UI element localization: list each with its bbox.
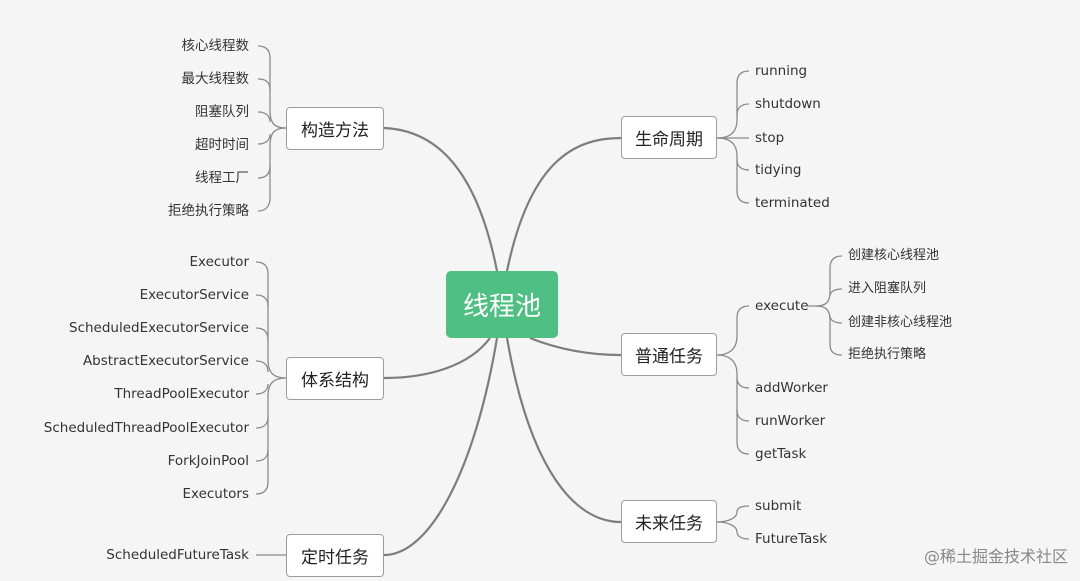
leaf-scheduled-future-task[interactable]: ScheduledFutureTask [106,547,249,563]
leaf-abstract-executor-service[interactable]: AbstractExecutorService [82,353,249,369]
leaf-future-task[interactable]: FutureTask [755,531,828,547]
connector-root-normal [529,336,622,357]
connectors-lifecycle [716,70,750,204]
branch-scheduled[interactable]: 定时任务 [286,534,384,577]
leaf-stop[interactable]: stop [755,130,785,146]
leaf-submit[interactable]: submit [755,498,802,514]
leaf-shutdown[interactable]: shutdown [755,96,821,112]
connectors-normal-task [716,305,750,455]
leaf-executor[interactable]: Executor [189,254,250,270]
leaf-execute-reject-policy[interactable]: 拒绝执行策略 [848,347,927,362]
connector-root-future [505,337,622,524]
connector-root-scheduled [383,337,499,557]
watermark-text: @稀土掘金技术社区 [923,547,1068,566]
branch-normal-task[interactable]: 普通任务 [621,333,717,376]
leaf-tidying[interactable]: tidying [755,162,802,178]
root-node[interactable]: 线程池 [446,271,558,338]
leaf-execute[interactable]: execute [755,298,809,314]
connector-root-hierarchy [383,337,491,380]
connectors-future [716,505,750,540]
leaf-reject-policy[interactable]: 拒绝执行策略 [168,203,249,219]
leaf-run-worker[interactable]: runWorker [755,413,826,429]
connectors-hierarchy [255,261,287,495]
leaf-blocking-queue[interactable]: 阻塞队列 [195,104,249,120]
leaf-executors[interactable]: Executors [182,486,249,502]
leaf-executor-service[interactable]: ExecutorService [139,287,249,303]
connector-root-lifecycle [505,136,622,272]
leaf-timeout[interactable]: 超时时间 [195,137,249,153]
branch-lifecycle[interactable]: 生命周期 [621,116,717,159]
leaf-add-worker[interactable]: addWorker [755,380,828,396]
leaf-thread-pool-executor[interactable]: ThreadPoolExecutor [114,386,249,402]
connectors-constructor [257,45,287,212]
leaf-scheduled-thread-pool-executor[interactable]: ScheduledThreadPoolExecutor [43,420,249,436]
connector-root-constructor [383,126,499,272]
leaf-max-threads[interactable]: 最大线程数 [181,71,250,87]
branch-future-task[interactable]: 未来任务 [621,500,717,543]
leaf-fork-join-pool[interactable]: ForkJoinPool [167,453,249,469]
connectors-execute [808,255,843,356]
leaf-create-core-pool[interactable]: 创建核心线程池 [848,248,940,263]
branch-hierarchy[interactable]: 体系结构 [286,357,384,400]
leaf-scheduled-executor-service[interactable]: ScheduledExecutorService [69,320,249,336]
leaf-create-non-core-pool[interactable]: 创建非核心线程池 [848,315,953,330]
leaf-thread-factory[interactable]: 线程工厂 [195,170,249,186]
branch-constructor[interactable]: 构造方法 [286,107,384,150]
leaf-running[interactable]: running [755,63,808,79]
leaf-get-task[interactable]: getTask [755,446,807,462]
leaf-enter-blocking-queue[interactable]: 进入阻塞队列 [848,281,927,296]
leaf-core-threads[interactable]: 核心线程数 [181,38,250,54]
leaf-terminated[interactable]: terminated [755,195,830,211]
